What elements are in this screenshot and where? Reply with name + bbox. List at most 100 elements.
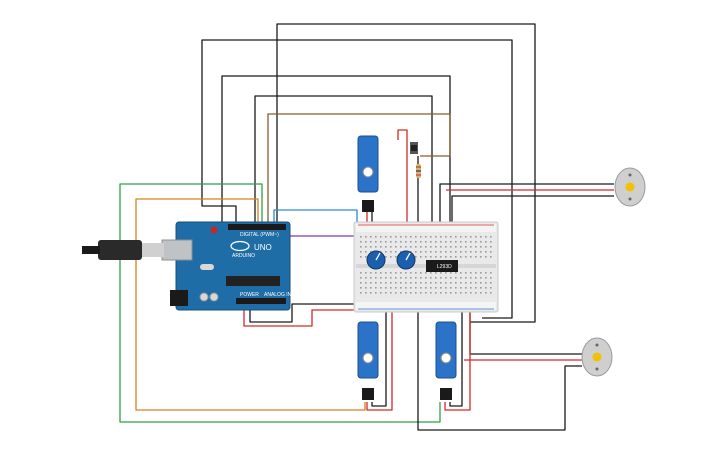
breadboard-hole bbox=[405, 236, 407, 238]
breadboard-hole bbox=[480, 241, 482, 243]
breadboard-hole bbox=[465, 241, 467, 243]
breadboard-hole bbox=[435, 272, 437, 274]
servo-top-body bbox=[357, 135, 379, 193]
breadboard-hole bbox=[470, 241, 472, 243]
breadboard-hole bbox=[445, 256, 447, 258]
breadboard-hole bbox=[380, 272, 382, 274]
breadboard-hole bbox=[490, 246, 492, 248]
breadboard-hole bbox=[460, 251, 462, 253]
breadboard-hole bbox=[370, 282, 372, 284]
breadboard-hole bbox=[380, 246, 382, 248]
breadboard-hole bbox=[475, 236, 477, 238]
breadboard-hole bbox=[385, 282, 387, 284]
breadboard-hole bbox=[370, 246, 372, 248]
breadboard-hole bbox=[385, 256, 387, 258]
servo-bottom-left-connector bbox=[362, 388, 374, 400]
breadboard-hole bbox=[375, 272, 377, 274]
breadboard-hole bbox=[440, 277, 442, 279]
breadboard-hole bbox=[470, 256, 472, 258]
dc-motor-2-shaft-icon bbox=[592, 352, 602, 362]
breadboard-hole bbox=[490, 292, 492, 294]
breadboard-hole bbox=[360, 241, 362, 243]
breadboard-hole bbox=[360, 272, 362, 274]
breadboard-hole bbox=[390, 246, 392, 248]
breadboard-hole bbox=[420, 287, 422, 289]
breadboard-hole bbox=[470, 277, 472, 279]
dc-motor-1-screw-1 bbox=[628, 173, 632, 177]
breadboard-hole bbox=[425, 277, 427, 279]
potentiometer-1-indicator bbox=[375, 252, 381, 261]
wire-motor2-black2 bbox=[417, 312, 582, 431]
power-jack bbox=[170, 290, 188, 306]
breadboard-hole bbox=[400, 251, 402, 253]
servo-bottom-left-horn-icon bbox=[362, 352, 374, 364]
breadboard-hole bbox=[455, 246, 457, 248]
breadboard-hole bbox=[435, 292, 437, 294]
breadboard-hole bbox=[400, 287, 402, 289]
breadboard-hole bbox=[360, 277, 362, 279]
breadboard-hole bbox=[485, 282, 487, 284]
breadboard-hole bbox=[365, 287, 367, 289]
breadboard-hole bbox=[465, 236, 467, 238]
breadboard-hole bbox=[435, 256, 437, 258]
breadboard-hole bbox=[455, 241, 457, 243]
breadboard-hole bbox=[400, 241, 402, 243]
breadboard-hole bbox=[360, 282, 362, 284]
potentiometer-1 bbox=[366, 250, 386, 270]
breadboard-hole bbox=[475, 277, 477, 279]
breadboard-hole bbox=[370, 272, 372, 274]
breadboard-hole bbox=[400, 272, 402, 274]
breadboard-hole bbox=[395, 236, 397, 238]
breadboard-hole bbox=[435, 246, 437, 248]
breadboard-hole bbox=[415, 246, 417, 248]
breadboard-hole bbox=[460, 277, 462, 279]
breadboard-hole bbox=[390, 272, 392, 274]
breadboard-hole bbox=[485, 246, 487, 248]
breadboard-hole bbox=[460, 236, 462, 238]
breadboard-hole bbox=[450, 277, 452, 279]
wire-red-button bbox=[397, 129, 408, 226]
driver-ic: L293D bbox=[426, 260, 458, 272]
dc-motor-2 bbox=[581, 337, 613, 377]
usb-cable-body bbox=[98, 240, 142, 260]
breadboard-hole bbox=[475, 287, 477, 289]
breadboard-hole bbox=[435, 287, 437, 289]
servo-bottom-left bbox=[357, 321, 379, 400]
breadboard-hole bbox=[360, 246, 362, 248]
breadboard-hole bbox=[375, 287, 377, 289]
breadboard-hole bbox=[435, 251, 437, 253]
breadboard-hole bbox=[370, 251, 372, 253]
breadboard-hole bbox=[450, 236, 452, 238]
breadboard-hole bbox=[385, 277, 387, 279]
breadboard-hole bbox=[390, 287, 392, 289]
breadboard-hole bbox=[365, 282, 367, 284]
breadboard-hole bbox=[410, 241, 412, 243]
breadboard-hole bbox=[440, 292, 442, 294]
breadboard-hole bbox=[475, 272, 477, 274]
breadboard-hole bbox=[390, 277, 392, 279]
breadboard-hole bbox=[375, 236, 377, 238]
breadboard-hole bbox=[390, 236, 392, 238]
breadboard-hole bbox=[475, 251, 477, 253]
breadboard-hole bbox=[415, 272, 417, 274]
breadboard-hole bbox=[440, 246, 442, 248]
breadboard-hole bbox=[470, 246, 472, 248]
breadboard-hole bbox=[480, 251, 482, 253]
crystal-icon bbox=[200, 264, 214, 270]
breadboard-hole bbox=[390, 292, 392, 294]
breadboard-hole bbox=[485, 277, 487, 279]
breadboard-hole bbox=[420, 272, 422, 274]
breadboard-hole bbox=[490, 272, 492, 274]
breadboard-hole bbox=[375, 246, 377, 248]
breadboard-hole bbox=[430, 236, 432, 238]
servo-bottom-right-body bbox=[435, 321, 457, 379]
breadboard-hole bbox=[485, 292, 487, 294]
breadboard-hole bbox=[360, 287, 362, 289]
breadboard-hole bbox=[370, 277, 372, 279]
breadboard-hole bbox=[390, 241, 392, 243]
breadboard-hole bbox=[425, 292, 427, 294]
breadboard-hole bbox=[450, 282, 452, 284]
breadboard-hole bbox=[460, 272, 462, 274]
breadboard-hole bbox=[490, 287, 492, 289]
breadboard-hole bbox=[465, 277, 467, 279]
